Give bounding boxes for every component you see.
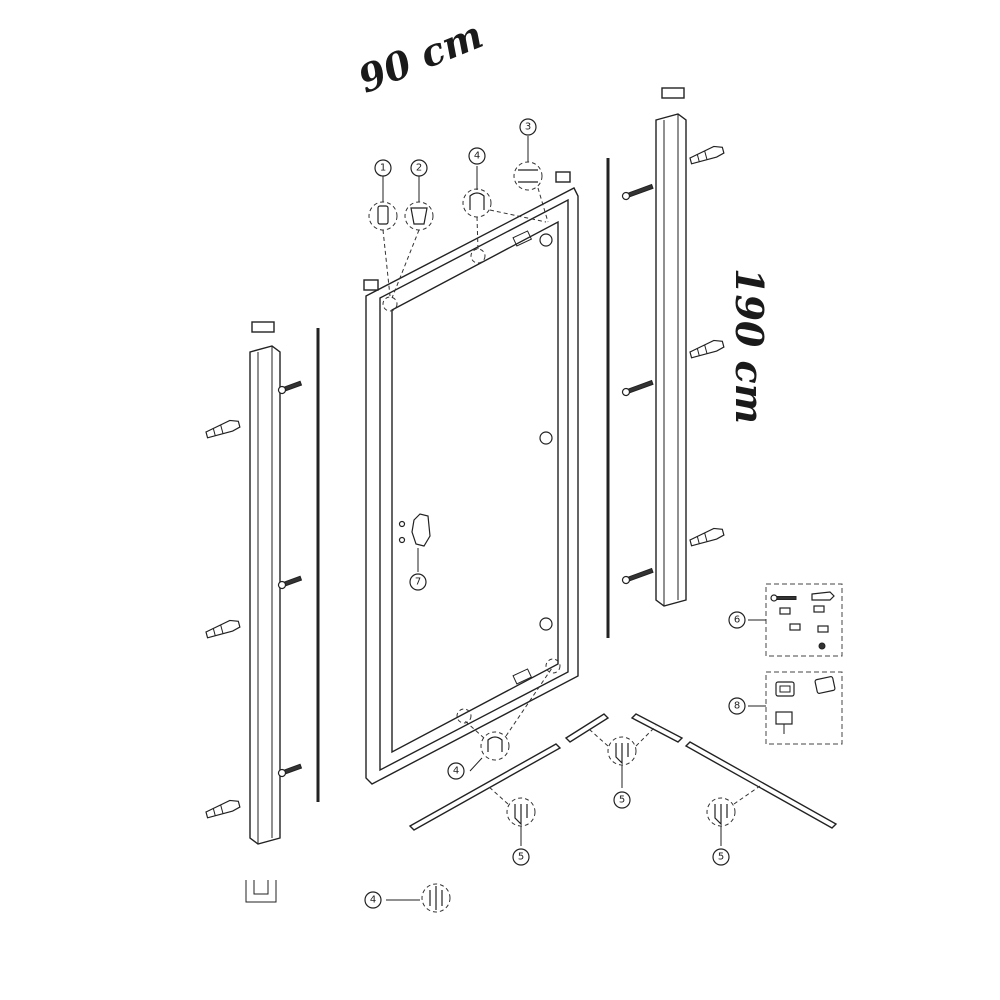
right-wall-plugs	[689, 145, 725, 547]
door-corner-cap-left	[363, 279, 379, 291]
right-wall-profile	[655, 87, 687, 607]
svg-text:5: 5	[518, 852, 524, 863]
callout-4-bottom: 4	[447, 762, 465, 780]
door-panel	[363, 171, 579, 785]
callout-7: 7	[409, 573, 427, 591]
left-profile-end-cap	[251, 321, 275, 333]
door-hinge-top	[539, 233, 553, 247]
callout-5-left: 5	[512, 848, 530, 866]
callout-details	[368, 136, 761, 913]
svg-text:5: 5	[619, 795, 625, 806]
left-wall-plugs	[205, 419, 241, 819]
right-profile-end-cap	[661, 87, 685, 99]
svg-text:4: 4	[370, 895, 376, 906]
left-screws	[277, 380, 303, 778]
svg-text:1: 1	[380, 163, 386, 174]
svg-text:6: 6	[734, 615, 740, 626]
door-hinge-middle	[539, 431, 553, 445]
callout-5-right: 5	[712, 848, 730, 866]
bottom-seal-strips	[408, 713, 838, 831]
door-corner-cap-right	[555, 171, 571, 183]
callout-4-top: 4	[468, 147, 486, 165]
svg-text:4: 4	[474, 151, 480, 162]
svg-text:5: 5	[718, 852, 724, 863]
accessory-kit-8	[748, 671, 843, 745]
callout-4-detail: 4	[364, 891, 382, 909]
callout-8: 8	[728, 697, 746, 715]
callout-6: 6	[728, 611, 746, 629]
svg-text:2: 2	[416, 163, 422, 174]
callout-2: 2	[410, 159, 428, 177]
svg-text:3: 3	[525, 122, 531, 133]
door-hinge-bottom	[539, 617, 553, 631]
svg-text:7: 7	[415, 577, 421, 588]
callout-1: 1	[374, 159, 392, 177]
svg-text:8: 8	[734, 701, 740, 712]
left-profile-section	[245, 880, 277, 903]
callout-5-middle: 5	[613, 791, 631, 809]
right-screws	[621, 183, 654, 585]
callout-numbers: 1 2 3 4 4 4 5 5 5 6 7 8	[364, 118, 746, 909]
svg-text:4: 4	[453, 766, 459, 777]
door-handle	[398, 513, 431, 547]
callout-3: 3	[519, 118, 537, 136]
left-wall-profile	[245, 321, 281, 903]
accessory-kit-6	[748, 583, 843, 657]
